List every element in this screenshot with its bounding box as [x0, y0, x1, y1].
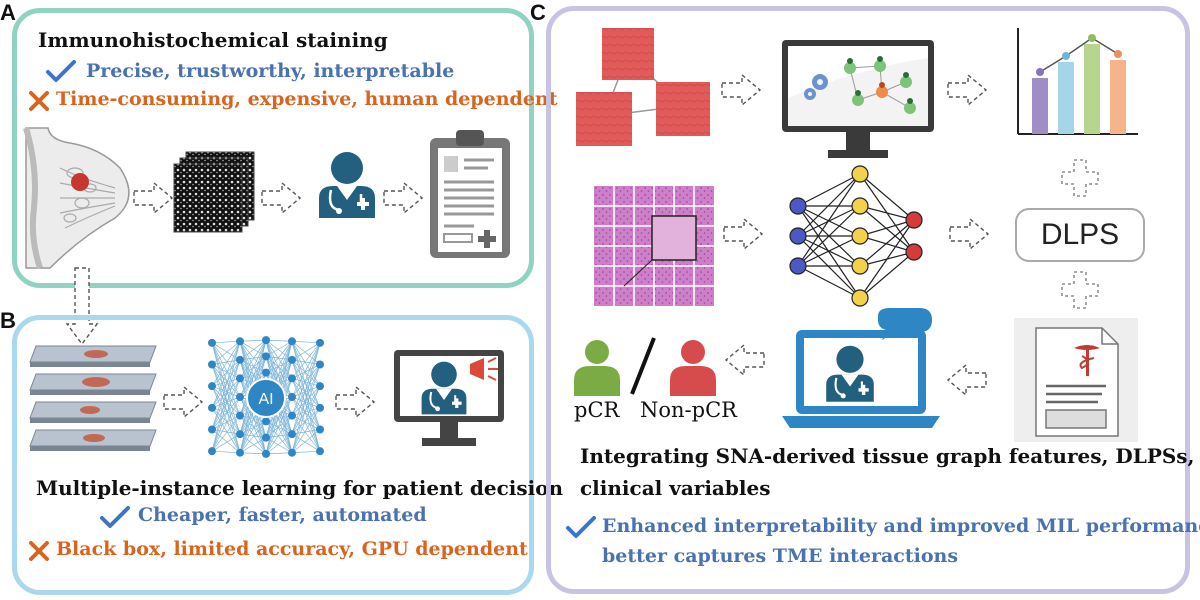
- monitor-doctor-icon: [394, 350, 504, 446]
- arrow-icon: [65, 267, 99, 346]
- mlp-icon: [789, 165, 923, 307]
- tissue-graph-icon: [576, 28, 710, 146]
- panel-a-con: Time-consuming, expensive, human depende…: [56, 88, 558, 110]
- panel-c: [546, 6, 1190, 594]
- clinical-report-icon: [1014, 318, 1138, 442]
- non-pcr-label: Non-pCR: [640, 398, 737, 422]
- divider-slash: [630, 337, 656, 395]
- arrow-icon: [949, 218, 989, 250]
- dlps-box: DLPS: [1015, 208, 1145, 262]
- panel-b-pro: Cheaper, faster, automated: [138, 504, 427, 526]
- benefit-line-1: Enhanced interpretability and improved M…: [602, 515, 1200, 537]
- arrow-icon: [335, 386, 375, 418]
- summary-line-1: Integrating SNA-derived tissue graph fea…: [580, 444, 1200, 468]
- ai-label: AI: [258, 391, 273, 408]
- check-icon: [100, 506, 130, 528]
- check-icon: [46, 60, 76, 82]
- laptop-doctor-icon: [782, 308, 940, 428]
- arrow-icon: [723, 218, 763, 250]
- breast-icon: [23, 127, 130, 269]
- panel-a-pro: Precise, trustworthy, interpretable: [86, 60, 455, 82]
- benefit-line-2: better captures TME interactions: [602, 545, 959, 567]
- arrow-icon: [133, 182, 173, 214]
- person-red-icon: [670, 340, 716, 396]
- plus-icon: [1061, 271, 1099, 309]
- person-green-icon: [574, 340, 620, 396]
- arrow-icon: [261, 182, 301, 214]
- patch-grid-icon: [594, 186, 714, 306]
- arrow-icon: [383, 182, 423, 214]
- pcr-label: pCR: [574, 398, 620, 422]
- arrow-icon: [947, 364, 987, 396]
- panel-a: [12, 8, 534, 288]
- slides-icon: [29, 345, 157, 451]
- panel-a-title: Immunohistochemical staining: [38, 28, 388, 52]
- cross-icon: [29, 541, 49, 561]
- panel-c-letter: C: [530, 0, 546, 25]
- check-icon: [566, 516, 596, 538]
- panel-b-con: Black box, limited accuracy, GPU depende…: [56, 538, 528, 560]
- bar-chart-icon: [1017, 28, 1138, 135]
- summary-line-2: clinical variables: [580, 476, 771, 500]
- neural-network-icon: AI: [208, 336, 324, 458]
- panel-a-letter: A: [0, 0, 16, 25]
- arrow-icon: [725, 344, 765, 376]
- arrow-icon: [947, 74, 987, 106]
- clipboard-icon: [430, 130, 510, 258]
- tissue-stack-icon: [173, 151, 255, 233]
- arrow-icon: [721, 74, 761, 106]
- doctor-icon: [317, 150, 377, 220]
- arrow-icon: [163, 386, 203, 418]
- panel-b-letter: B: [0, 308, 16, 333]
- cross-icon: [29, 91, 49, 111]
- monitor-network-icon: [782, 40, 934, 158]
- panel-b-title: Multiple-instance learning for patient d…: [36, 476, 564, 500]
- plus-icon: [1061, 159, 1099, 197]
- panel-b: [12, 315, 534, 595]
